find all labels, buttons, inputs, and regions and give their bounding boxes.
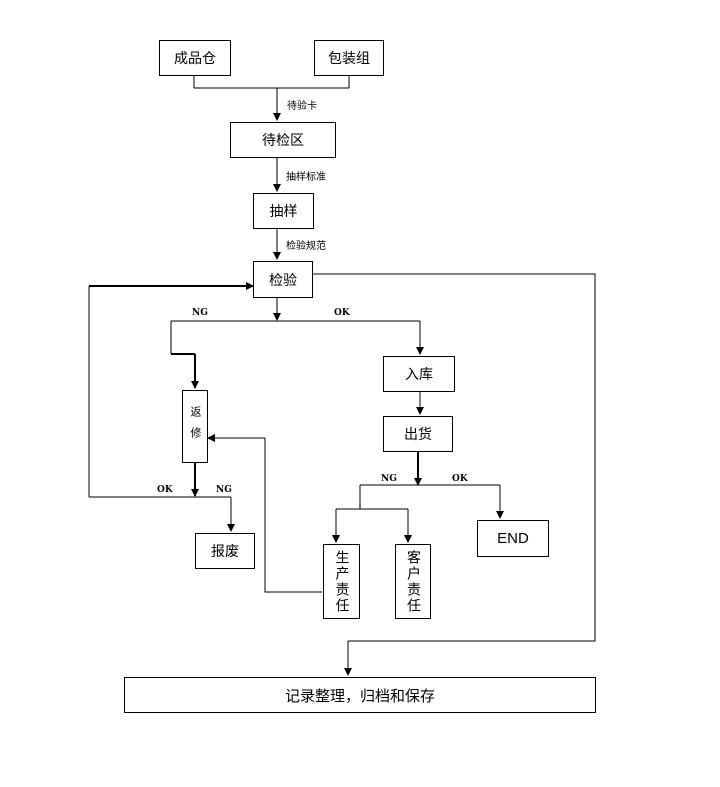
customer-responsibility-box: 客户责任 (395, 544, 431, 619)
warehousing-box: 入库 (383, 356, 455, 392)
inspection-card-label: 待验卡 (287, 101, 317, 112)
ng-tag-shipment: NG (381, 474, 397, 484)
sampling-standard-label: 抽样标准 (286, 172, 326, 183)
scrap-box: 报废 (195, 533, 255, 569)
ok-tag-shipment: OK (452, 474, 468, 484)
production-responsibility-box: 生产责任 (323, 544, 360, 619)
inspection-box: 检验 (253, 261, 313, 298)
packing-team-box: 包装组 (314, 40, 384, 76)
ng-tag-inspection: NG (192, 308, 208, 318)
rework-box: 返修 (182, 390, 208, 463)
ok-tag-inspection: OK (334, 308, 350, 318)
ng-tag-rework: NG (216, 485, 232, 495)
records-box: 记录整理，归档和保存 (124, 677, 596, 713)
shipment-box: 出货 (383, 416, 453, 452)
inspection-spec-label: 检验规范 (286, 241, 326, 252)
awaiting-inspection-area-box: 待检区 (230, 122, 336, 158)
sampling-box: 抽样 (253, 193, 314, 229)
finished-goods-warehouse-box: 成品仓 (159, 40, 231, 76)
ok-tag-rework: OK (157, 485, 173, 495)
connector-inspection-to-records (313, 273, 596, 642)
end-box: END (477, 520, 549, 557)
connector-production-back (264, 438, 322, 593)
